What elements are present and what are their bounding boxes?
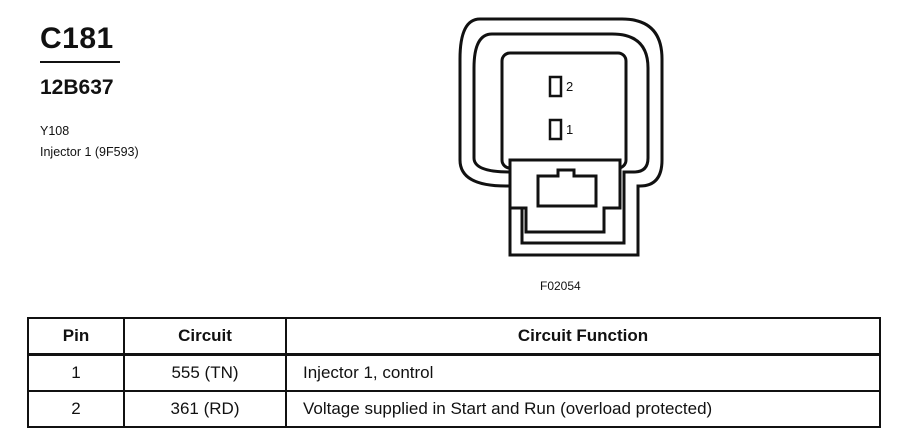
- header-circuit-function: Circuit Function: [285, 317, 881, 356]
- circuit-cell: 555 (TN): [123, 353, 287, 392]
- connector-inner-housing: [472, 32, 650, 245]
- pin-cell: 2: [27, 390, 125, 428]
- component-description: Injector 1 (9F593): [40, 145, 139, 159]
- table-row: 1 555 (TN) Injector 1, control: [27, 353, 881, 392]
- pin-1-label: 1: [566, 122, 573, 137]
- circuit-cell: 361 (RD): [123, 390, 287, 428]
- pin-2-terminal: [548, 75, 563, 98]
- function-cell: Voltage supplied in Start and Run (overl…: [285, 390, 881, 428]
- pin-table: Pin Circuit Circuit Function 1 555 (TN) …: [27, 317, 881, 428]
- connector-outer-housing: [458, 17, 664, 257]
- header-circuit: Circuit: [123, 317, 287, 356]
- title-underline: [40, 61, 120, 63]
- connector-id: C181: [40, 22, 114, 55]
- figure-id: F02054: [540, 279, 581, 293]
- table-row: 2 361 (RD) Voltage supplied in Start and…: [27, 390, 881, 428]
- table-header-row: Pin Circuit Circuit Function: [27, 317, 881, 356]
- function-cell: Injector 1, control: [285, 353, 881, 392]
- locking-tab-latch: [536, 168, 598, 208]
- part-number: 12B637: [40, 76, 114, 99]
- header-pin: Pin: [27, 317, 125, 356]
- connector-face-diagram: 2 1: [458, 17, 664, 257]
- pin-1-terminal: [548, 118, 563, 141]
- pin-2-label: 2: [566, 79, 573, 94]
- pin-cell: 1: [27, 353, 125, 392]
- pin-cavity-face: [500, 51, 628, 170]
- location-code: Y108: [40, 124, 70, 138]
